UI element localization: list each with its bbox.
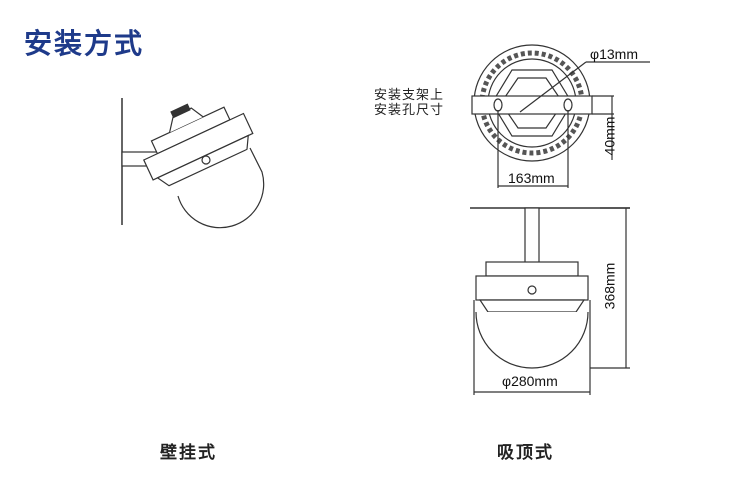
bracket-hole-note: 安装支架上 安装孔尺寸 [374, 88, 444, 118]
hole-diameter-label: φ13mm [590, 46, 638, 62]
wall-mount-drawing [121, 98, 265, 229]
bracket-note-line1: 安装支架上 [374, 88, 445, 103]
top-view-drawing [471, 44, 650, 188]
bracket-note-line2: 安装孔尺寸 [374, 103, 445, 118]
bracket-height-label: 40mm [601, 116, 618, 156]
ceiling-mount-caption: 吸顶式 [497, 443, 554, 463]
page-title: 安装方式 [24, 27, 145, 60]
wall-mount-caption: 壁挂式 [160, 443, 217, 463]
side-view-drawing [470, 207, 630, 395]
diameter-label: φ280mm [502, 373, 558, 389]
hole-spacing-label: 163mm [508, 170, 555, 186]
height-label: 368mm [601, 262, 618, 310]
